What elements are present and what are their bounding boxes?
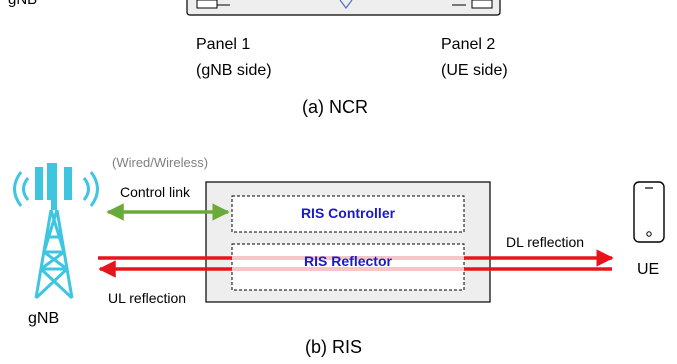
smartphone-icon	[633, 181, 665, 243]
ue-label: UE	[637, 261, 660, 278]
control-link-label: Control link	[120, 184, 191, 200]
cell-tower-icon	[13, 163, 99, 300]
ncr-caption: (a) NCR	[302, 97, 368, 117]
dl-reflection-label: DL reflection	[506, 234, 585, 250]
ris-controller-box	[231, 195, 465, 233]
ris-caption: (b) RIS	[305, 337, 363, 357]
ncr-panel1-subtitle: (gNB side)	[196, 62, 272, 79]
ncr-panel1-title: Panel 1	[196, 36, 251, 53]
ncr-gnb-label: gNB	[8, 0, 37, 8]
ncr-panel2-icon	[471, 0, 493, 9]
gnb-label: gNB	[28, 310, 60, 327]
ncr-panel1-icon	[196, 0, 218, 9]
ul-reflection-label: UL reflection	[108, 290, 187, 306]
ncr-relay-icon	[339, 0, 353, 9]
ncr-box	[186, 0, 501, 16]
ris-controller-label: RIS Controller	[300, 205, 396, 221]
ncr-panel2-subtitle: (UE side)	[441, 62, 508, 79]
ris-reflector-label: RIS Reflector	[304, 253, 392, 269]
ncr-panel2-title: Panel 2	[441, 36, 496, 53]
link-type-label: (Wired/Wireless)	[112, 155, 209, 170]
